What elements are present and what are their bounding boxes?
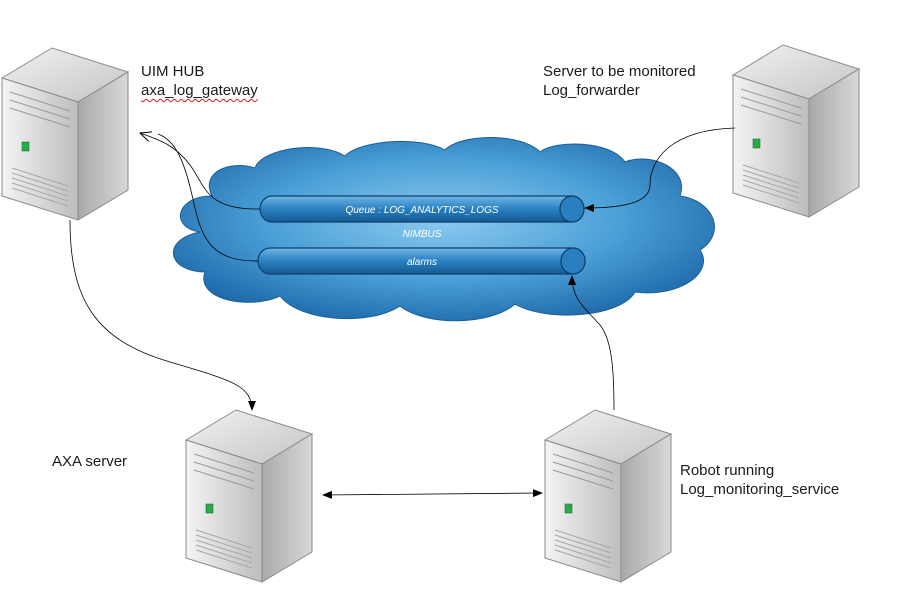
hub-label-line2: axa_log_gateway [141,82,258,99]
connector-forwarder-to-queue [584,127,736,212]
connector-queue-to-hub [140,133,261,210]
monitored-server-icon [732,44,860,218]
robot-label: Robot running Log_monitoring_service [680,461,839,499]
axa-label: AXA server [52,452,127,471]
axa-server-icon [185,409,313,583]
monitored-label-line2: Log_forwarder [543,82,640,99]
connector-axa-robot [322,489,543,499]
queue-label: Queue : LOG_ANALYTICS_LOGS [345,205,498,216]
hub-label: UIM HUB axa_log_gateway [141,62,258,100]
robot-label-line2: Log_monitoring_service [680,481,840,498]
hub-server-icon [1,47,129,221]
queue-label: alarms [407,257,437,268]
hub-label-line1: UIM HUB [141,63,205,80]
monitored-label: Server to be monitored Log_forwarder [543,62,696,100]
queue-pipe-alarms: alarms [257,247,586,275]
axa-label-line1: AXA server [52,453,128,470]
robot-server-icon [544,409,672,583]
connector-hub-to-axa [69,219,256,411]
cloud-label: NIMBUS [403,229,442,240]
nimbus-cloud: NIMBUS [172,137,715,322]
network-cloud-icon [172,137,715,322]
connector-robot-to-alarms [568,275,615,411]
queue-pipe-log-analytics: Queue : LOG_ANALYTICS_LOGS [259,195,585,223]
monitored-label-line1: Server to be monitored [543,63,696,80]
robot-label-line1: Robot running [680,462,775,479]
connector-alarms-to-hub [157,133,259,262]
